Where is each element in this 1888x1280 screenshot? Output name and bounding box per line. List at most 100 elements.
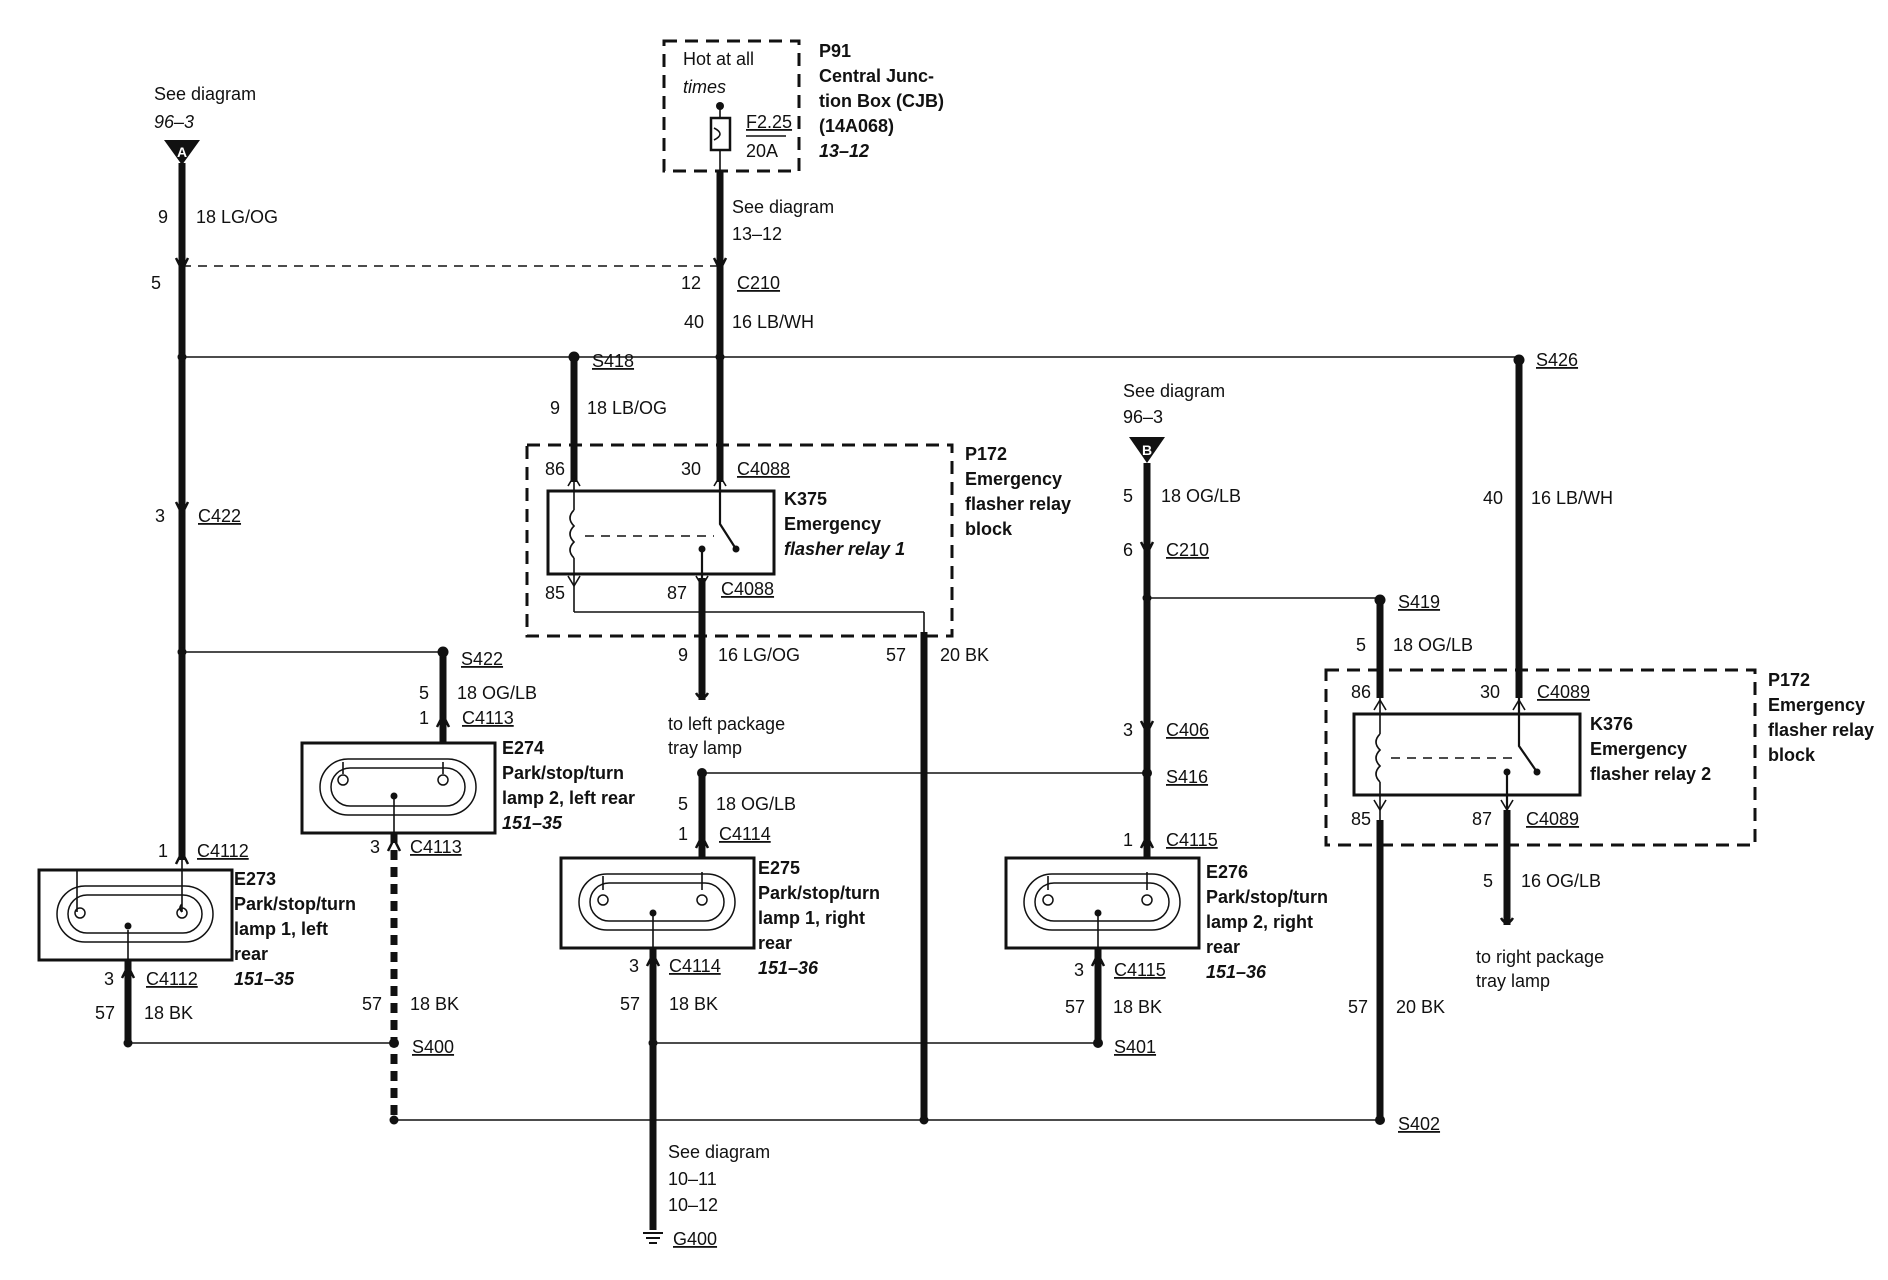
a-wire: 18 LG/OG: [196, 207, 278, 227]
relay-block-2-outline: [1324, 668, 1757, 847]
k375-gnd-pin: 57: [886, 645, 906, 665]
ground-see: See diagram: [668, 1142, 770, 1162]
c4115-bot: C4115: [1114, 960, 1166, 980]
k376-gnd-wire: 20 BK: [1396, 997, 1445, 1017]
k375-pin87: 87: [667, 583, 687, 603]
relay-pin-arrow-icon: [1373, 799, 1387, 812]
c4113-top-arrow-icon: [435, 712, 451, 728]
k375-out-pin: 9: [678, 645, 688, 665]
relay-k375-coil-icon: [569, 482, 576, 578]
k375-out-wire: 16 LG/OG: [718, 645, 800, 665]
lamp-filament-icon: [696, 894, 708, 906]
cjb-id: P91: [819, 41, 851, 61]
s418-wire: 18 LB/OG: [587, 398, 667, 418]
e273-ref: 151–35: [234, 969, 295, 989]
lamp-e275-bulb-outer-icon: [578, 873, 736, 931]
ground-g400: See diagram 10–11 10–12 G400: [643, 1142, 770, 1249]
b-wire: 18 OG/LB: [1161, 486, 1241, 506]
e274-gnd-pin: 57: [362, 994, 382, 1014]
splice-dot: [123, 1038, 133, 1048]
c422: C422: [198, 506, 241, 526]
k375-name: Emergency: [784, 514, 881, 534]
lamp-e276-bulb-inner-icon: [1034, 882, 1170, 922]
e273-id: E273: [234, 869, 276, 889]
fuse-hot-label: Hot at all: [683, 49, 754, 69]
c4113-bot: C4113: [410, 837, 462, 857]
lamp-filament-icon: [1141, 894, 1153, 906]
relay-k375: 86 30 C4088 85 87 C4088 K375 Emergency f…: [525, 443, 1071, 638]
s422-wire: 18 OG/LB: [457, 683, 537, 703]
e276-id: E276: [1206, 862, 1248, 882]
k375-pin85: 85: [545, 583, 565, 603]
connector-arrows: [120, 257, 1515, 979]
splice-s426-dot: [1513, 354, 1525, 366]
splice-dot: [389, 1115, 399, 1125]
c4114-bot-arrow-icon: [645, 951, 661, 967]
e274-id: E274: [502, 738, 544, 758]
splice-s418-dot: [568, 351, 580, 363]
e275-name-1: Park/stop/turn: [758, 883, 880, 903]
fuse-id: F2.25: [746, 112, 792, 132]
s422: S422: [461, 649, 503, 669]
lamp-filament-dot: [390, 792, 398, 800]
ref-a-see: See diagram: [154, 84, 256, 104]
splice-s402-dot: [1375, 1115, 1385, 1125]
e276-name-2: lamp 2, right: [1206, 912, 1313, 932]
relay-pin-arrow-icon: [695, 575, 709, 588]
relay-k376-contact-dot: [1503, 768, 1511, 776]
s419: S419: [1398, 592, 1440, 612]
lamp-e273-bulb-inner-icon: [67, 894, 203, 934]
k376-out-wire: 16 OG/LB: [1521, 871, 1601, 891]
cjb-ref: 13–12: [819, 141, 869, 161]
block1-name-3: block: [965, 519, 1013, 539]
c422-pin: 3: [155, 506, 165, 526]
to-right-2: tray lamp: [1476, 971, 1550, 991]
lamp-filament-icon: [337, 774, 349, 786]
b-pin: 5: [1123, 486, 1133, 506]
ref-a-triangle-icon: [164, 140, 200, 165]
c422-arrow-icon: [174, 501, 190, 517]
c4115-bot-arrow-icon: [1090, 951, 1106, 967]
k376-id: K376: [1590, 714, 1633, 734]
relay-k375-contact-dot: [732, 545, 740, 553]
s418: S418: [592, 351, 634, 371]
c4113-bot-pin: 3: [370, 837, 380, 857]
e274-name-2: lamp 2, left rear: [502, 788, 635, 808]
c210-left-pin: 5: [151, 273, 161, 293]
cjb-name-1: Central Junc-: [819, 66, 934, 86]
lamp-filament-icon: [176, 907, 188, 919]
s419-wire: 18 OG/LB: [1393, 635, 1473, 655]
to-left-2: tray lamp: [668, 738, 742, 758]
lamp-e274-bulb-inner-icon: [330, 767, 466, 807]
c4114-top-arrow-icon: [694, 833, 710, 849]
splice-dot: [648, 1038, 658, 1048]
c406-arrow-icon: [1139, 720, 1155, 736]
cjb-name-3: (14A068): [819, 116, 894, 136]
relay-k376-box: [1352, 712, 1582, 797]
c4115-top: C4115: [1166, 830, 1218, 850]
cjb-name-2: tion Box (CJB): [819, 91, 944, 111]
splice-s400-dot: [389, 1038, 399, 1048]
s418-pin: 9: [550, 398, 560, 418]
to-left-1: to left package: [668, 714, 785, 734]
splice-s416-dot: [1142, 768, 1152, 778]
lamp-e276-box: [1004, 856, 1201, 950]
e276-gnd-pin: 57: [1065, 997, 1085, 1017]
relay-k376-switch-icon: [1505, 698, 1538, 810]
c4113-top: C4113: [462, 708, 514, 728]
ref-b-see: See diagram: [1123, 381, 1225, 401]
k376-pin30: 30: [1480, 682, 1500, 702]
k376-name-2: flasher relay 2: [1590, 764, 1711, 784]
k376-connector-bot: C4089: [1526, 809, 1579, 829]
e274-name-1: Park/stop/turn: [502, 763, 624, 783]
k375-id: K375: [784, 489, 827, 509]
s419-pin: 5: [1356, 635, 1366, 655]
left-gnd-wire: 18 BK: [144, 1003, 193, 1023]
ground-icon: [643, 1232, 663, 1244]
fuse-see: See diagram: [732, 197, 834, 217]
block1-id: P172: [965, 444, 1007, 464]
b-c210-pin: 6: [1123, 540, 1133, 560]
wires: [124, 163, 1523, 1230]
cjb-outline: [662, 39, 801, 173]
left-gnd-pin: 57: [95, 1003, 115, 1023]
